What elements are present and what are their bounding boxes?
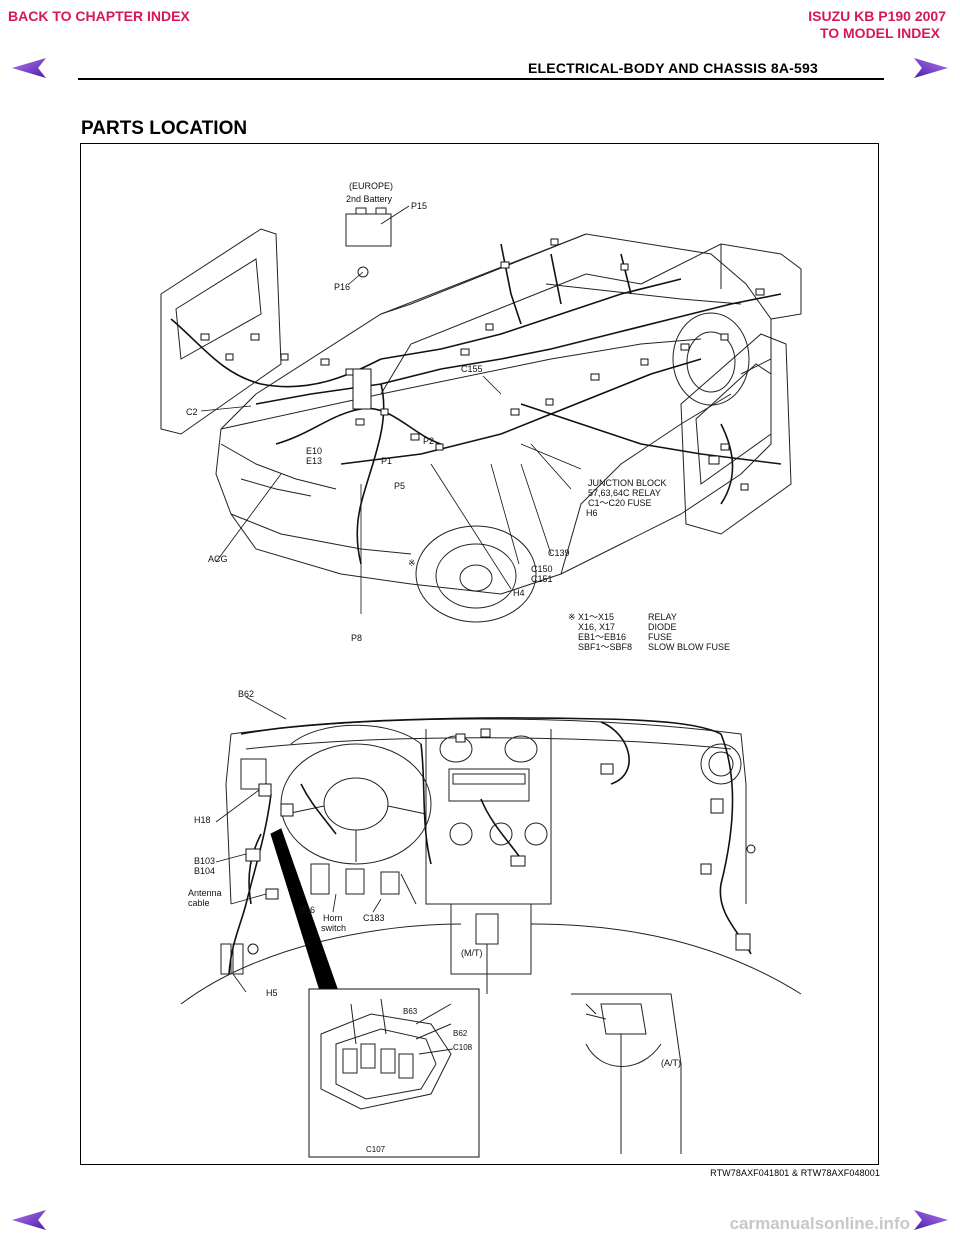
next-page-arrow-icon[interactable] [912, 56, 950, 80]
label-b104: B104 [194, 866, 215, 876]
wiring-harness-top [170, 243, 782, 565]
label-p2: P2 [423, 436, 434, 446]
label-c139: C139 [548, 548, 570, 558]
label-horn: Horn [323, 913, 343, 923]
legend-desc-relay: RELAY [648, 612, 677, 622]
section-title: PARTS LOCATION [81, 118, 248, 139]
label-at: (A/T) [661, 1058, 681, 1068]
label-antenna: Antenna [188, 888, 222, 898]
legend-code-relay: ※ X1～X15 [568, 612, 614, 622]
legend-desc-diode: DIODE [648, 622, 677, 632]
back-to-chapter-index-link[interactable]: BACK TO CHAPTER INDEX [8, 8, 190, 24]
legend-code-fuse: EB1～EB16 [578, 632, 626, 642]
label-c155: C155 [461, 364, 483, 374]
label-star: ※ [408, 558, 416, 568]
label-inset-b62: B62 [453, 1029, 468, 1038]
truck-illustration [160, 207, 802, 623]
label-mt: (M/T) [461, 948, 483, 958]
figure-caption: RTW78AXF041801 & RTW78AXF048001 [710, 1168, 880, 1178]
label-junction-fuse: C1～C20 FUSE [588, 498, 652, 508]
label-junction-block: JUNCTION BLOCK [588, 478, 667, 488]
inset-detail-drawing [320, 998, 454, 1110]
wiring-diagram: (EUROPE) 2nd Battery P15 P16 C2 C155 E10… [160, 181, 802, 1158]
connector-markers-bottom [245, 728, 756, 955]
leader-lines-top [200, 205, 582, 614]
legend-desc-sbf: SLOW BLOW FUSE [648, 642, 730, 652]
label-h5: H5 [266, 988, 278, 998]
label-h6: H6 [586, 508, 598, 518]
to-model-index-link[interactable]: TO MODEL INDEX [819, 25, 940, 41]
label-b66: B66 [299, 905, 315, 915]
wiring-harness-bottom [228, 717, 752, 975]
model-title-link[interactable]: ISUZU KB P190 2007 [808, 8, 946, 24]
header-rule [78, 78, 884, 80]
label-e13: E13 [306, 456, 322, 466]
at-shifter-drawing [571, 993, 682, 1154]
leader-lines-bottom [215, 696, 382, 993]
label-europe: (EUROPE) [349, 181, 393, 191]
label-c183: C183 [363, 913, 385, 923]
dashboard-illustration [180, 718, 802, 1005]
label-p15: P15 [411, 201, 427, 211]
label-inset-b63: B63 [403, 1007, 418, 1016]
next-page-arrow-bottom-icon[interactable] [912, 1208, 950, 1232]
label-c2: C2 [186, 407, 198, 417]
label-inset-c107: C107 [366, 1145, 386, 1154]
prev-page-arrow-icon[interactable] [10, 56, 48, 80]
legend-desc-fuse: FUSE [648, 632, 672, 642]
label-e10: E10 [306, 446, 322, 456]
label-p1: P1 [381, 456, 392, 466]
label-p16: P16 [334, 282, 350, 292]
label-antenna-cable: cable [188, 898, 210, 908]
label-junction-relay: 57,63,64C RELAY [588, 488, 661, 498]
parts-location-figure: (EUROPE) 2nd Battery P15 P16 C2 C155 E10… [80, 143, 879, 1165]
label-h18: H18 [194, 815, 211, 825]
page-header-title: ELECTRICAL-BODY AND CHASSIS 8A-593 [528, 60, 818, 76]
label-2nd-battery: 2nd Battery [346, 194, 393, 204]
legend-code-sbf: SBF1～SBF8 [578, 642, 632, 652]
label-c151: C151 [531, 574, 553, 584]
label-acg: ACG [208, 554, 228, 564]
label-p5: P5 [394, 481, 405, 491]
prev-page-arrow-bottom-icon[interactable] [10, 1208, 48, 1232]
connector-markers-top [200, 238, 765, 491]
legend-code-diode: X16, X17 [578, 622, 615, 632]
label-c150: C150 [531, 564, 553, 574]
label-p8: P8 [351, 633, 362, 643]
label-horn-switch: switch [321, 923, 346, 933]
label-h4: H4 [513, 588, 525, 598]
watermark: carmanualsonline.info [729, 1214, 910, 1233]
label-inset-c108: C108 [453, 1043, 473, 1052]
label-b103: B103 [194, 856, 215, 866]
label-b62: B62 [238, 689, 254, 699]
